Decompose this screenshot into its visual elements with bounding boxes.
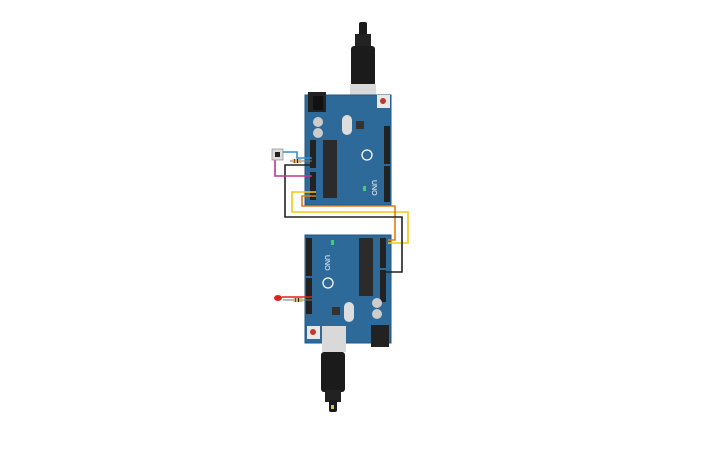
pushbutton-icon[interactable]	[271, 148, 284, 161]
wire-blue[interactable]	[282, 151, 312, 159]
board-label-bottom: UNO	[323, 255, 330, 271]
wire-yellow[interactable]	[291, 191, 409, 244]
resistor-icon[interactable]	[293, 298, 303, 302]
arduino-uno-top[interactable]: UNO	[304, 92, 392, 206]
board-label-top: UNO	[370, 180, 377, 196]
wire-magenta[interactable]	[274, 160, 312, 177]
arduino-uno-bottom[interactable]: UNO	[304, 234, 392, 347]
wire-black[interactable]	[284, 164, 403, 273]
resistor-icon[interactable]	[292, 159, 302, 163]
led-red-icon[interactable]	[274, 295, 282, 301]
usb-cable-bottom[interactable]	[321, 326, 346, 412]
wire-orange[interactable]	[301, 195, 396, 241]
